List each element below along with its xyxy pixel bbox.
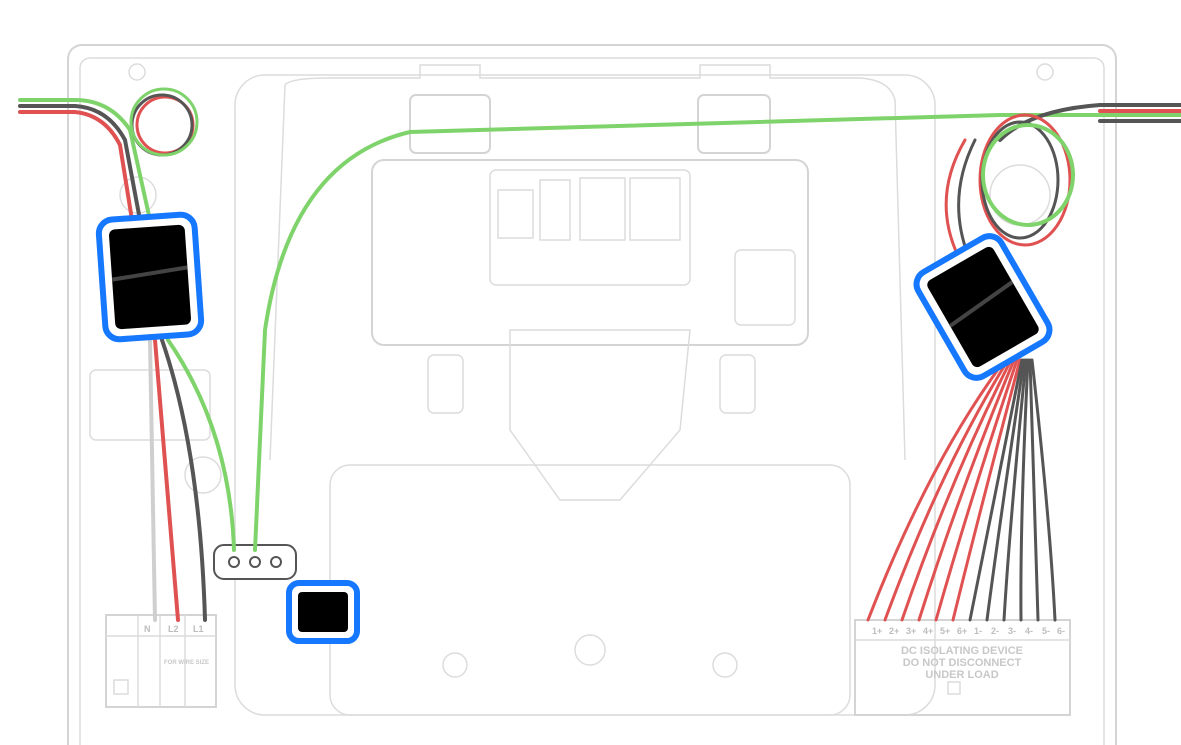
dc-warning-line3: UNDER LOAD — [925, 669, 998, 681]
dc-term-5n: 5- — [1042, 626, 1050, 636]
dc-term-4n: 4- — [1025, 626, 1033, 636]
dc-term-5p: 5+ — [940, 626, 950, 636]
ac-terminal-block: N L2 L1 FOR WIRE SIZE — [105, 614, 217, 708]
right-ferrite-core-highlight[interactable] — [911, 231, 1054, 383]
dc-term-2p: 2+ — [889, 626, 899, 636]
wire-size-note: FOR WIRE SIZE — [164, 660, 209, 666]
dc-warning-line1: DC ISOLATING DEVICE — [901, 645, 1023, 657]
wires — [18, 87, 1181, 622]
dc-term-3n: 3- — [1008, 626, 1016, 636]
dc-term-2n: 2- — [991, 626, 999, 636]
terminal-label-l1: L1 — [193, 624, 204, 634]
dc-term-4p: 4+ — [923, 626, 933, 636]
inverter-module — [371, 94, 809, 501]
left-ferrite-core-highlight[interactable] — [95, 211, 205, 343]
dc-term-6n: 6- — [1057, 626, 1065, 636]
ground-connector-cover-highlight[interactable] — [286, 580, 360, 644]
dc-warning-line2: DO NOT DISCONNECT — [903, 657, 1022, 669]
terminal-label-l2: L2 — [168, 624, 179, 634]
dc-term-1n: 1- — [974, 626, 982, 636]
dc-term-3p: 3+ — [906, 626, 916, 636]
dc-terminal-block: 1+ 2+ 3+ 4+ 5+ 6+ 1- 2- 3- 4- 5- 6- DC I… — [854, 619, 1071, 716]
terminal-label-n: N — [144, 624, 151, 634]
dc-term-6p: 6+ — [957, 626, 967, 636]
dc-term-1p: 1+ — [872, 626, 882, 636]
